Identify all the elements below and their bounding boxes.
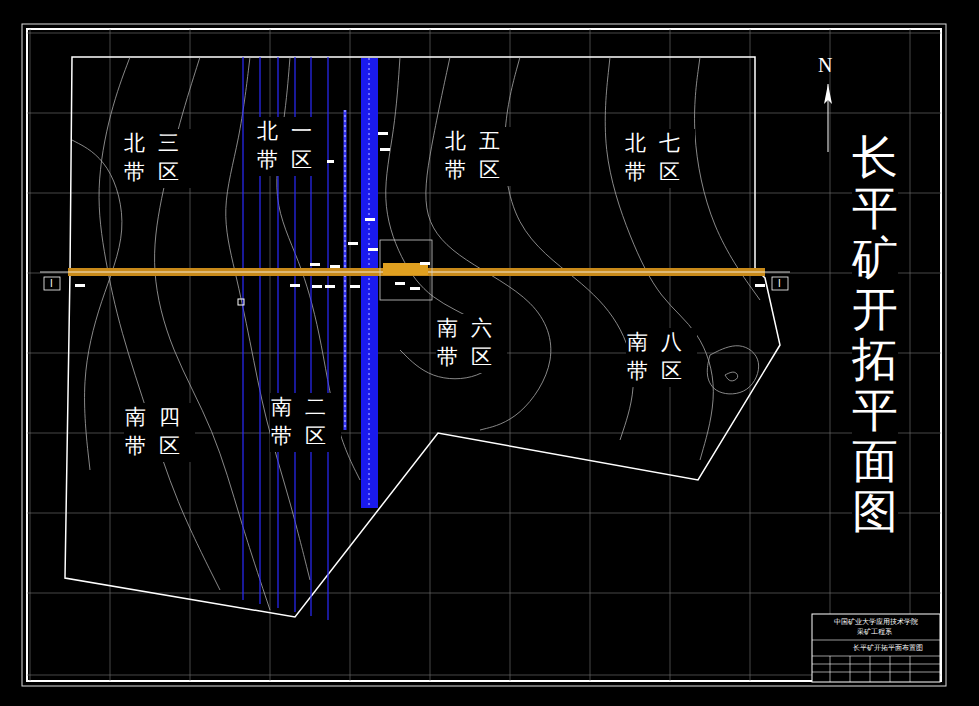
contour-line <box>605 57 713 460</box>
contour-line <box>725 372 738 381</box>
workface-mark <box>368 248 378 251</box>
contour-line <box>505 57 634 440</box>
workface-mark <box>312 285 322 288</box>
table-line <box>812 664 940 665</box>
contour-line <box>426 57 551 430</box>
drawing-title: 长平矿开拓平面图 <box>852 133 898 538</box>
table-line <box>812 672 940 673</box>
table-line <box>870 656 871 682</box>
grid-line <box>27 33 941 34</box>
district-label: 北三带区 <box>123 129 194 188</box>
section-label: I <box>50 279 53 289</box>
grid-line <box>910 29 911 681</box>
roadway-line <box>327 57 328 620</box>
workface-mark <box>410 287 420 290</box>
workface-mark <box>755 284 765 287</box>
grid-line <box>30 29 31 681</box>
main-roadway-band <box>361 58 378 508</box>
workface-mark <box>420 262 430 265</box>
workface-mark <box>395 282 405 285</box>
district-label: 北五带区 <box>444 127 515 186</box>
grid-line <box>350 29 351 681</box>
section-marker <box>44 277 60 290</box>
grid-line <box>27 593 941 594</box>
contour-line <box>707 346 758 394</box>
district-label: 南八带区 <box>626 328 697 387</box>
workface-mark <box>310 263 320 266</box>
grid-line <box>27 113 941 114</box>
table-line <box>850 656 851 682</box>
title-block-frame <box>812 614 940 682</box>
contour-lines <box>72 57 760 610</box>
workface-mark <box>365 218 375 221</box>
workface-mark <box>350 285 360 288</box>
workface-mark <box>380 148 390 151</box>
workface-mark <box>325 285 335 288</box>
contour-line <box>695 57 760 300</box>
title-block-text: 中国矿业大学应用技术学院 <box>834 619 918 626</box>
district-label: 南二带区 <box>270 393 341 452</box>
workface-mark <box>75 284 85 287</box>
outer-frame <box>22 24 946 686</box>
grid-line <box>27 193 941 194</box>
table-line <box>830 656 831 682</box>
contour-line <box>99 57 220 590</box>
section-label: I <box>778 279 781 289</box>
north-arrowhead <box>824 84 832 104</box>
grid-line <box>830 29 831 681</box>
table-line <box>910 656 911 682</box>
title-block <box>812 614 940 682</box>
roadway-line <box>242 57 243 600</box>
roadway-centre <box>368 58 370 508</box>
mine-boundary <box>65 57 780 617</box>
workface-mark <box>348 242 358 245</box>
table-line <box>812 640 940 641</box>
grid-line <box>590 29 591 681</box>
grid-line <box>190 29 191 681</box>
district-label: 南六带区 <box>436 314 507 373</box>
north-label: N <box>818 55 832 75</box>
industrial-site <box>380 240 432 300</box>
table-line <box>812 656 940 657</box>
grid-line <box>27 513 941 514</box>
section-marker <box>772 277 788 290</box>
title-block-text: 长平矿开拓平面布置图 <box>853 645 923 652</box>
inner-frame <box>27 29 941 681</box>
district-label: 南四带区 <box>124 403 195 462</box>
grid-line <box>430 29 431 681</box>
district-label: 北七带区 <box>624 129 695 188</box>
grid-line <box>27 675 941 676</box>
workface-mark <box>330 265 340 268</box>
district-label: 北一带区 <box>256 117 327 176</box>
table-line <box>890 656 891 682</box>
contour-line <box>72 140 122 470</box>
workface-mark <box>378 132 388 135</box>
grid-line <box>110 29 111 681</box>
borehole-mark <box>238 299 244 305</box>
coordinate-grid <box>27 29 941 681</box>
roadways <box>243 57 378 620</box>
grid-line <box>750 29 751 681</box>
title-block-text: 采矿工程系 <box>857 629 892 636</box>
workface-mark <box>290 284 300 287</box>
